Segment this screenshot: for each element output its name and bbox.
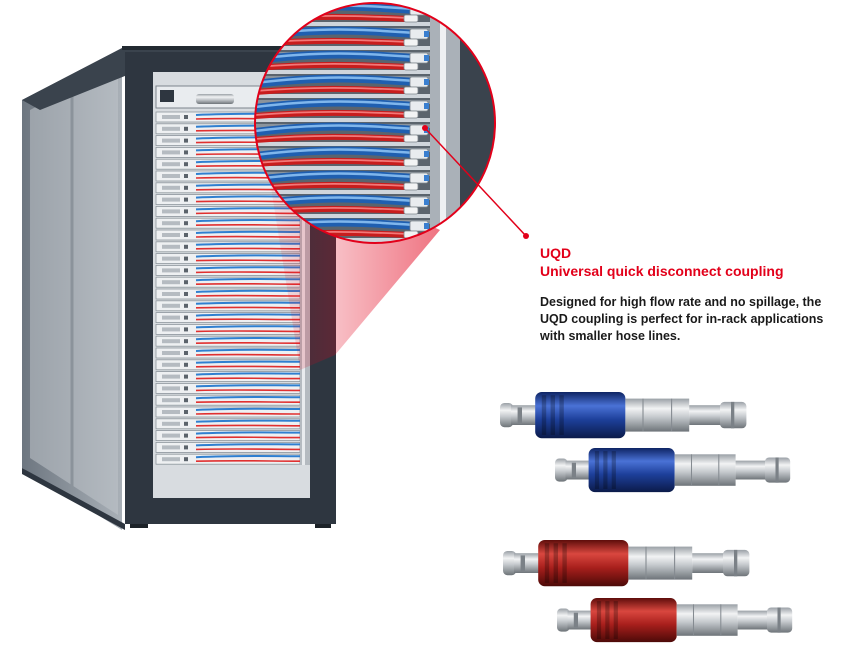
server-unit [155, 264, 301, 276]
blue-coupling-large [500, 392, 747, 439]
rack-base [125, 498, 336, 524]
leader-line [424, 127, 527, 237]
server-unit [155, 453, 301, 465]
server-unit [155, 418, 301, 430]
server-unit [155, 241, 301, 253]
server-unit [155, 394, 301, 406]
server-unit [155, 347, 301, 359]
server-unit [155, 335, 301, 347]
server-unit [155, 276, 301, 288]
server-unit [155, 323, 301, 335]
server-unit [155, 288, 301, 300]
product-description: Designed for high flow rate and no spill… [540, 295, 824, 343]
server-unit [155, 359, 301, 371]
leader-dot-start [422, 125, 428, 131]
leader-dot-end [523, 233, 529, 239]
server-unit [155, 300, 301, 312]
server-unit [155, 441, 301, 453]
rack-front-left-post [125, 52, 153, 524]
product-name: UQD [540, 245, 572, 261]
server-unit [155, 371, 301, 383]
red-coupling-large [503, 540, 750, 587]
red-coupling-small [557, 598, 793, 643]
blue-coupling-small [555, 448, 791, 493]
server-unit [155, 253, 301, 265]
server-unit [155, 406, 301, 418]
zoom-circle-border [254, 2, 496, 244]
product-subtitle: Universal quick disconnect coupling [540, 263, 784, 279]
server-unit [155, 430, 301, 442]
zoom-magnifier [254, 2, 496, 244]
server-unit [155, 312, 301, 324]
server-unit [155, 382, 301, 394]
uqd-couplings [500, 392, 793, 643]
